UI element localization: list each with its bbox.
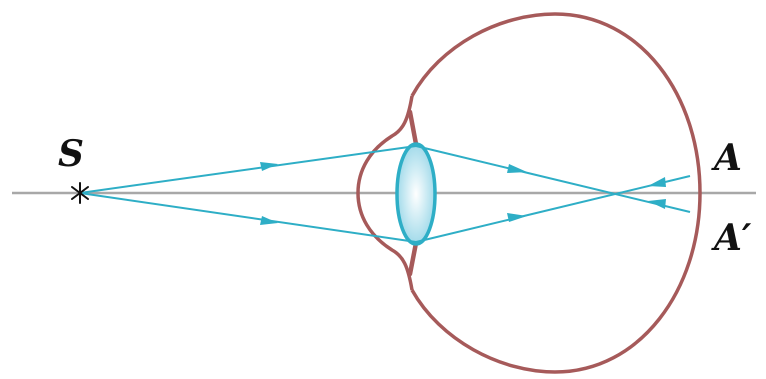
ray-upper-refracted	[416, 146, 690, 212]
iris-top	[410, 112, 416, 144]
arrow-lower-refracted	[507, 213, 527, 222]
arrow-near-a	[648, 177, 666, 187]
iris-bottom	[410, 243, 416, 274]
image-label-a-prime: A′	[711, 217, 752, 259]
arrow-near-a-prime	[648, 199, 666, 209]
eye-lens	[397, 144, 435, 244]
arrow-upper-refracted	[507, 164, 527, 173]
source-label: S	[58, 133, 84, 175]
image-label-a: A	[711, 137, 742, 179]
ray-lower-incoming	[80, 193, 416, 242]
ray-upper-incoming	[80, 146, 416, 193]
